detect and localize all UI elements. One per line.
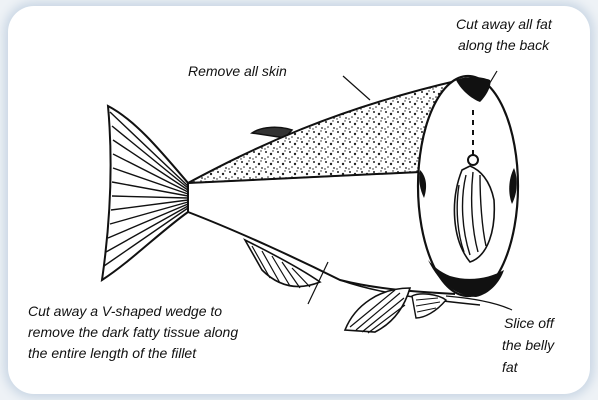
belly-fat-label-line3: fat [502, 358, 518, 376]
wedge-label-line3: the entire length of the fillet [28, 344, 196, 362]
belly-fat-label-line2: the belly [502, 336, 554, 354]
back-fat-label-line2: along the back [458, 36, 549, 54]
diagram-card: Remove all skin Cut away all fat along t… [8, 6, 590, 394]
remove-skin-label: Remove all skin [188, 62, 287, 80]
cross-section [418, 76, 518, 297]
anal-fin [345, 288, 446, 333]
back-fat-label-line1: Cut away all fat [456, 15, 552, 33]
wedge-label-line1: Cut away a V-shaped wedge to [28, 302, 222, 320]
tail-fin [102, 106, 188, 280]
belly-fat-label-line1: Slice off [504, 314, 554, 332]
wedge-label-line2: remove the dark fatty tissue along [28, 323, 238, 341]
